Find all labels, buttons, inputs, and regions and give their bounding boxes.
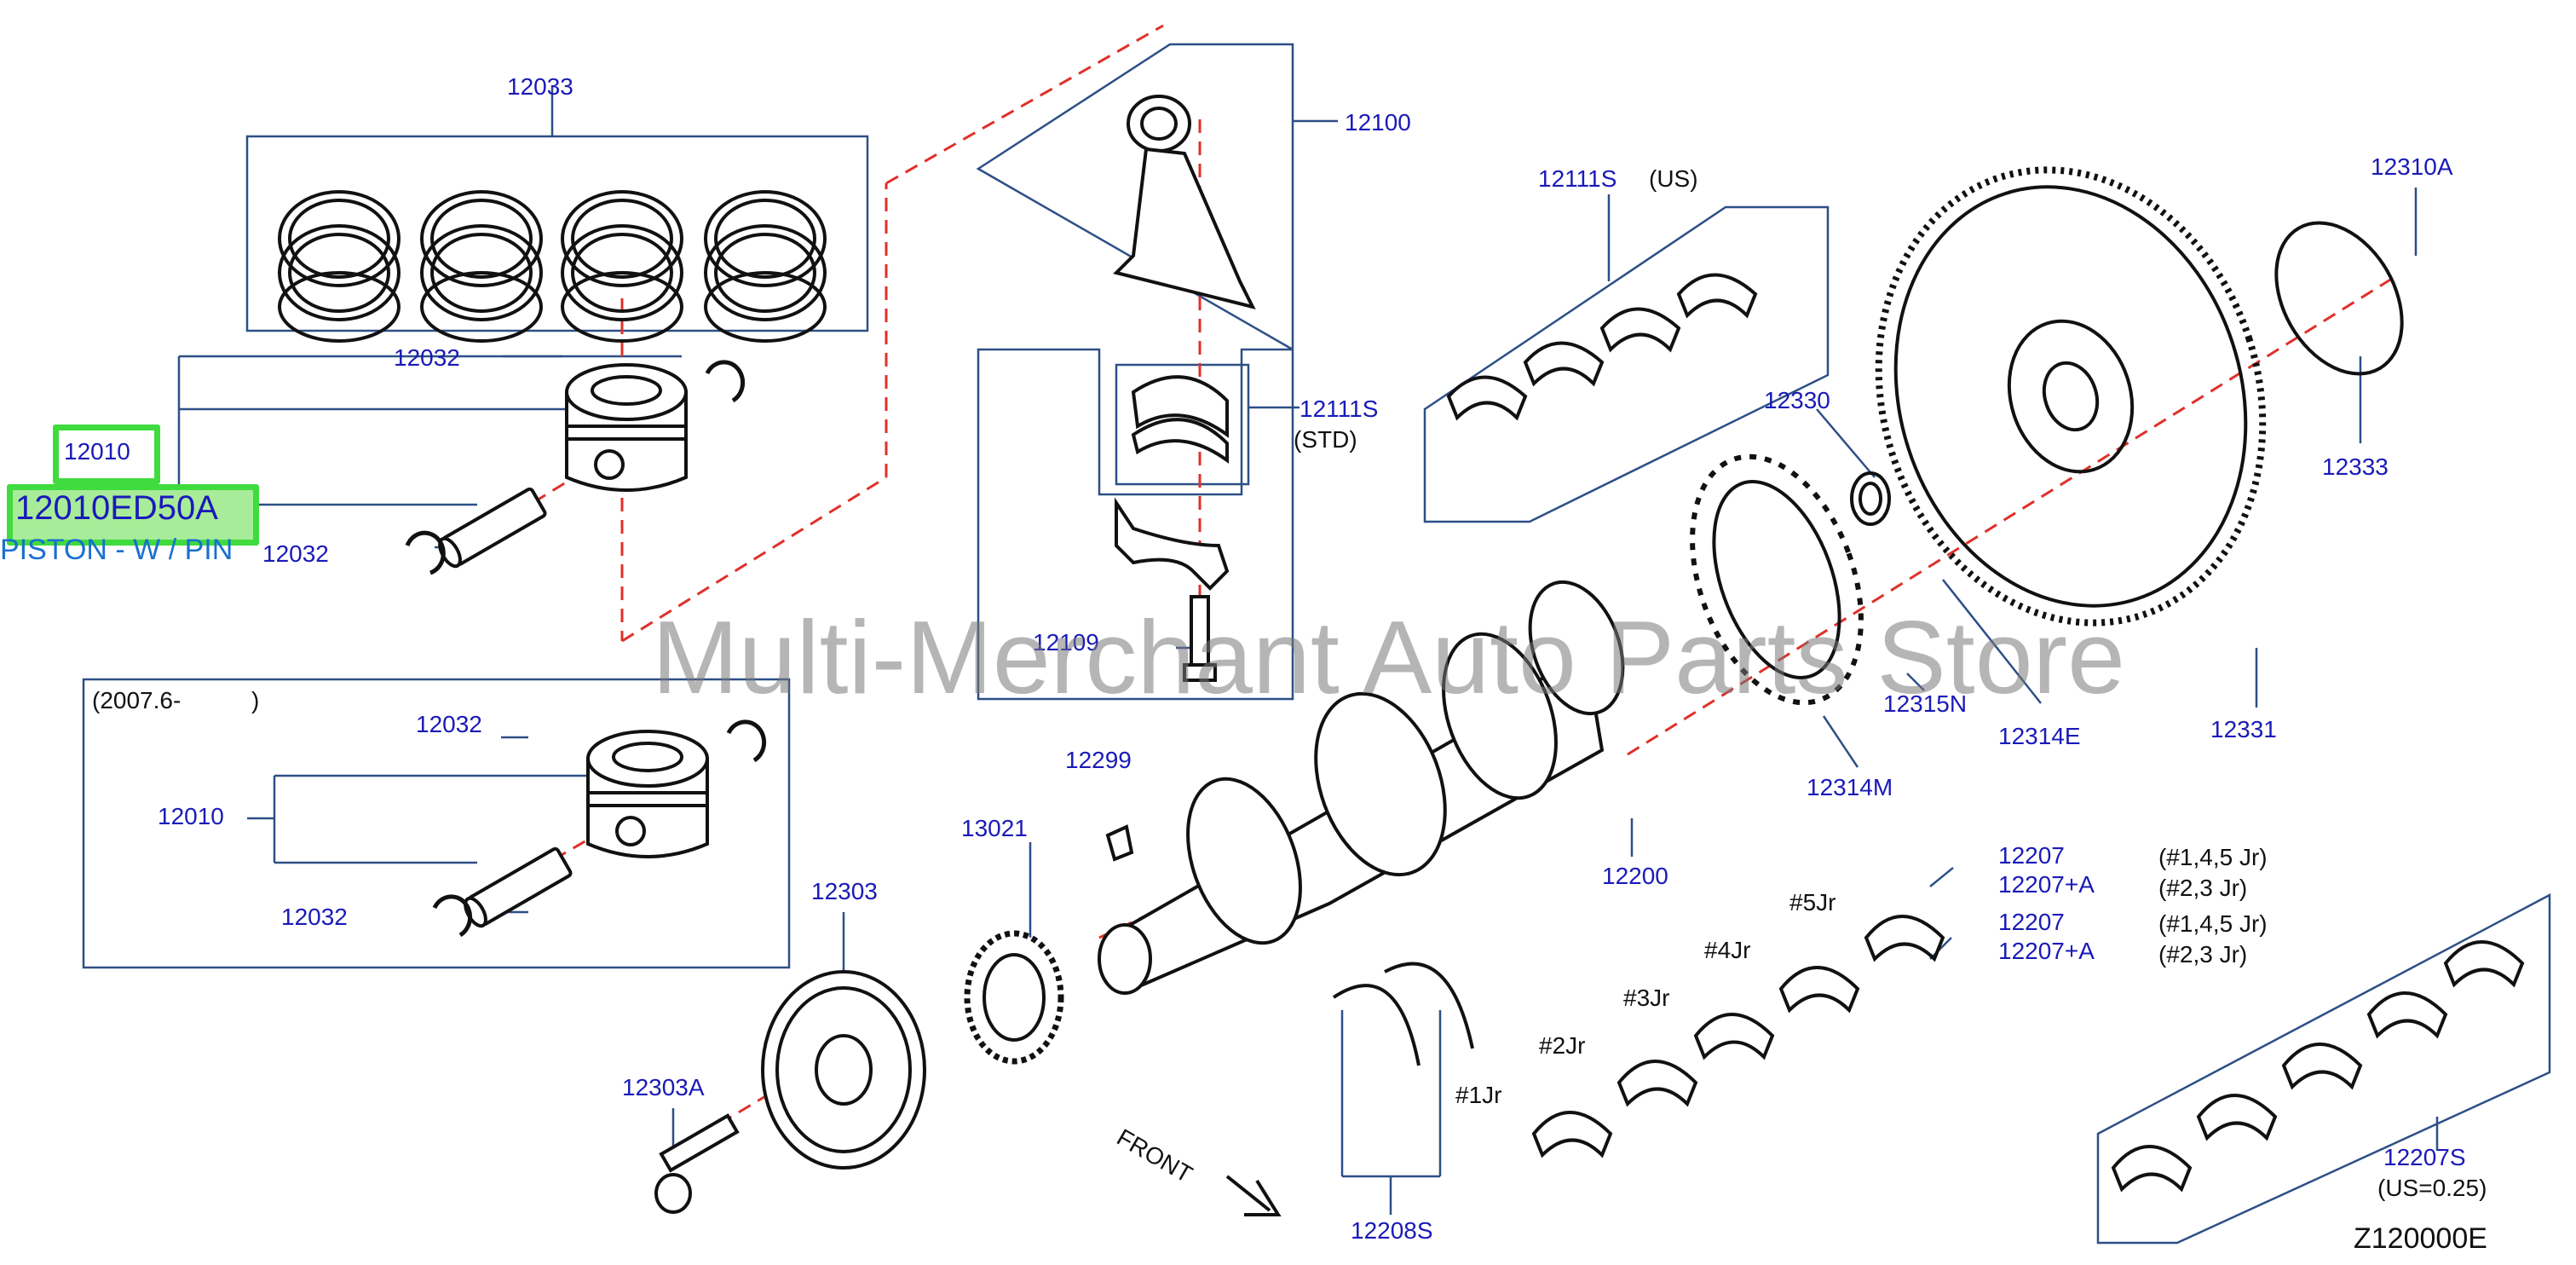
journal-3-label: #3Jr: [1623, 985, 1670, 1011]
callout-12299[interactable]: 12299: [1065, 747, 1132, 773]
upper-bearing-group-box: [1423, 205, 1830, 523]
callout-12207-a[interactable]: 12207+A: [1998, 871, 2095, 898]
callout-12200[interactable]: 12200: [1602, 863, 1668, 889]
std-label: (STD): [1294, 426, 1357, 453]
callout-12207[interactable]: 12207: [1998, 909, 2065, 935]
callout-12111s-std[interactable]: 12111S: [1300, 396, 1379, 422]
callout-12207-a[interactable]: 12207+A: [1998, 938, 2095, 964]
callout-12032[interactable]: 12032: [394, 344, 460, 371]
callout-12314m[interactable]: 12314M: [1807, 774, 1893, 800]
callout-12010[interactable]: 12010: [158, 803, 224, 829]
callout-12303a[interactable]: 12303A: [622, 1074, 705, 1100]
callout-13021[interactable]: 13021: [961, 815, 1028, 841]
callout-12207s[interactable]: 12207S: [2383, 1144, 2466, 1170]
watermark: Multi-Merchant Auto Parts Store: [652, 599, 2126, 715]
date-range-close: ): [251, 687, 260, 713]
piston-12010-alt: [586, 730, 709, 858]
journal-2-label: #2Jr: [1539, 1032, 1586, 1059]
journal-1-label: #1Jr: [1455, 1082, 1502, 1108]
us-bearing-group-box: [2096, 892, 2551, 1245]
selected-part-number[interactable]: 12010ED50A: [15, 489, 218, 527]
callout-12315n[interactable]: 12315N: [1883, 690, 1968, 717]
callout-highlight[interactable]: [53, 425, 160, 484]
callout-12207[interactable]: 12207: [1998, 842, 2065, 869]
callout-12330[interactable]: 12330: [1764, 387, 1830, 413]
journal-note: (#2,3 Jr): [2158, 875, 2248, 901]
journal-note: (#1,4,5 Jr): [2158, 844, 2268, 870]
part-number-highlight[interactable]: [7, 484, 259, 546]
callout-12333[interactable]: 12333: [2322, 453, 2389, 480]
us-label: (US): [1649, 165, 1698, 192]
callout-12303[interactable]: 12303: [811, 878, 878, 904]
callout-12032[interactable]: 12032: [281, 904, 348, 930]
callout-12100[interactable]: 12100: [1345, 109, 1411, 136]
callout-12331[interactable]: 12331: [2210, 716, 2277, 742]
us-025-label: (US=0.25): [2377, 1175, 2487, 1201]
piston-12010: [565, 363, 688, 492]
diagram-reference: Z120000E: [2354, 1222, 2487, 1255]
journal-5-label: #5Jr: [1789, 889, 1836, 916]
callout-12314e[interactable]: 12314E: [1998, 723, 2081, 749]
alt-piston-group-box: [82, 678, 791, 969]
journal-4-label: #4Jr: [1704, 937, 1751, 963]
callout-12208s[interactable]: 12208S: [1351, 1217, 1433, 1244]
journal-note: (#1,4,5 Jr): [2158, 910, 2268, 937]
conrod-group-box: [976, 43, 1294, 701]
callout-12010[interactable]: 12010: [64, 438, 130, 465]
selected-part-description: PISTON - W / PIN: [0, 534, 233, 566]
callout-12310a[interactable]: 12310A: [2371, 153, 2453, 180]
callout-12033[interactable]: 12033: [507, 73, 573, 100]
callout-12111s-us[interactable]: 12111S: [1538, 165, 1617, 192]
callout-12109[interactable]: 12109: [1033, 629, 1099, 656]
journal-note: (#2,3 Jr): [2158, 941, 2248, 968]
piston-ring-group-box: [245, 135, 869, 332]
date-range-label: (2007.6-: [92, 687, 182, 713]
callout-12032[interactable]: 12032: [262, 540, 329, 567]
callout-12032[interactable]: 12032: [416, 711, 482, 737]
